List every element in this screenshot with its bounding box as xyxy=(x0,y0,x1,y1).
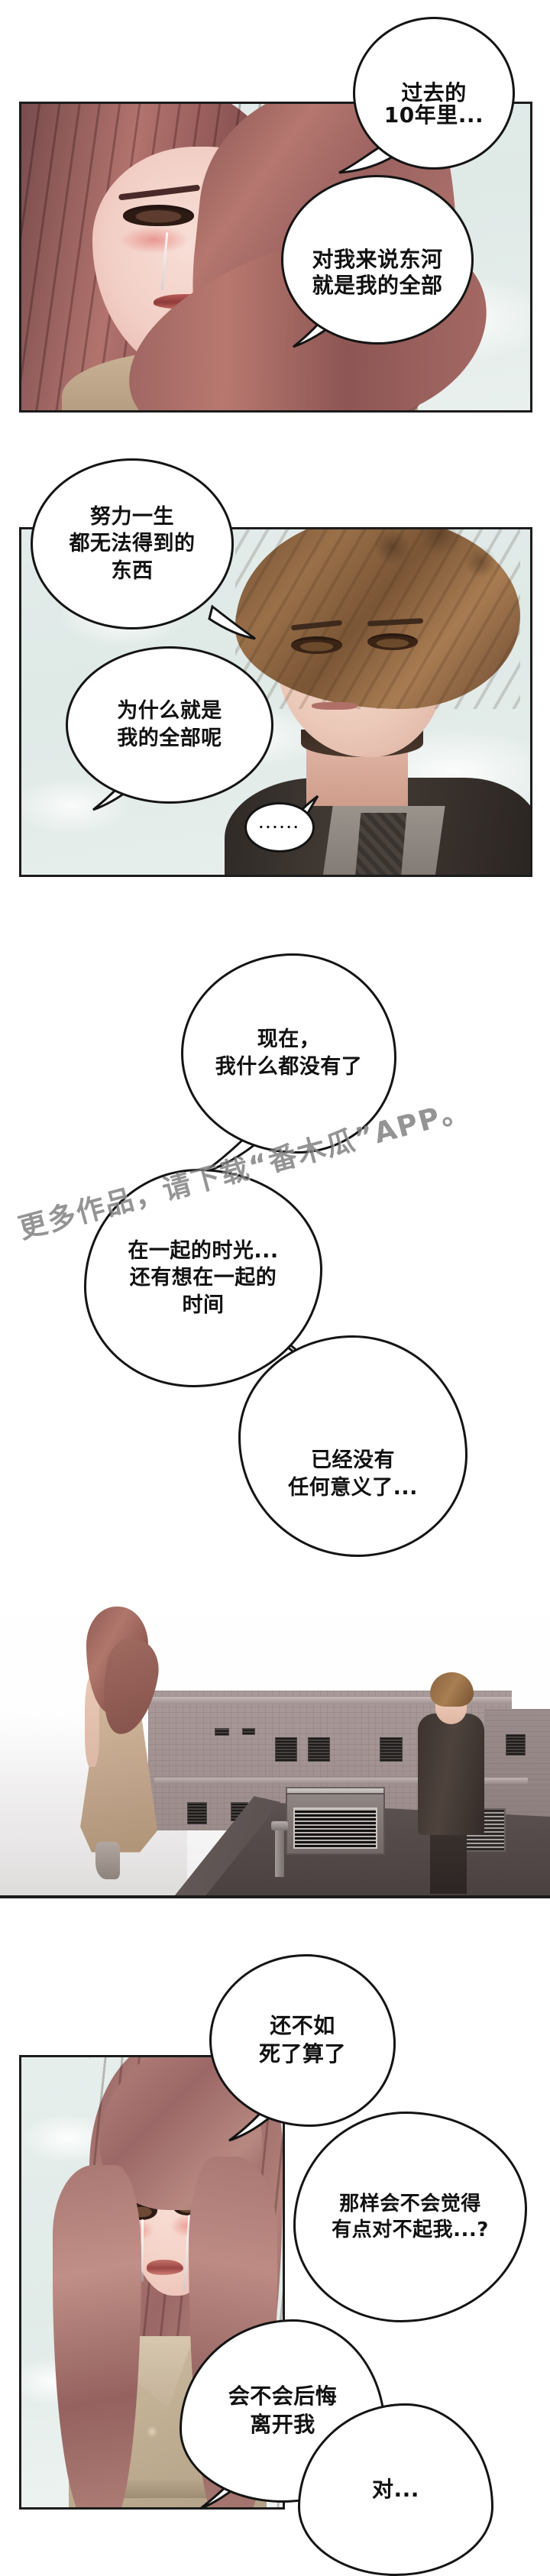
bubble-text-line2: 10年里... xyxy=(383,102,484,128)
man-hair xyxy=(429,1671,474,1707)
hair-front-left xyxy=(53,2165,142,2507)
man-figure xyxy=(418,1671,484,1894)
bubble-text-line1: 那样会不会觉得 xyxy=(339,2192,481,2215)
eye-left xyxy=(290,636,342,654)
bubble-text-line2: 还有想在一起的 xyxy=(129,1266,277,1290)
speech-bubble-p3-2: 在一起的时光... 还有想在一起的 时间 xyxy=(84,1169,322,1387)
bubble-text-line2: 任何意义了... xyxy=(288,1476,418,1500)
speech-bubble-p2-3-ellipsis: ······ xyxy=(244,802,315,853)
speech-bubble-p3-3: 已经没有 任何意义了... xyxy=(238,1335,467,1557)
woman-boot xyxy=(95,1841,121,1879)
bubble-text-line1: 现在， xyxy=(257,1027,321,1052)
wall-vent-small-1 xyxy=(214,1727,229,1736)
bubble-text-line2: 就是我的全部 xyxy=(312,273,443,299)
wall-vent-3 xyxy=(379,1736,403,1762)
roof-pipe xyxy=(275,1827,284,1877)
ac-unit xyxy=(286,1793,385,1856)
bubble-text-line2: 都无法得到的 xyxy=(69,532,196,556)
eye-right xyxy=(367,633,419,651)
speech-bubble-p2-1: 努力一生 都无法得到的 东西 xyxy=(31,458,234,629)
speech-bubble-p1-2b: 就是我的全部 xyxy=(281,175,474,345)
mouth xyxy=(311,702,358,710)
bubble-text-line2: 我什么都没有了 xyxy=(215,1055,363,1079)
eye-left xyxy=(123,205,195,227)
bubble-text: 对... xyxy=(372,2476,419,2502)
bubble-text-line1: 会不会后悔 xyxy=(228,2383,338,2409)
wall-vent-small-2 xyxy=(241,1727,256,1736)
bubble-text-line2: 死了算了 xyxy=(258,2041,346,2066)
speech-bubble-p5-1: 还不如 死了算了 xyxy=(209,1954,396,2127)
bubble-text: 过去的 xyxy=(401,79,467,105)
bubble-text-line1: 为什么就是 xyxy=(117,699,222,723)
bubble-text-line1: 还不如 xyxy=(270,2013,335,2039)
roof-pipe-cap xyxy=(270,1820,288,1830)
man-suit xyxy=(418,1713,484,1835)
bubble-text-line2: 有点对不起我...? xyxy=(332,2218,489,2241)
ac-unit-grill xyxy=(293,1807,378,1849)
speech-bubble-p3-1: 现在， 我什么都没有了 xyxy=(181,953,396,1154)
blush-left xyxy=(118,226,189,254)
comic-panel-4 xyxy=(0,1585,550,1898)
comic-panel-1 xyxy=(19,102,532,413)
hair-mass xyxy=(235,529,520,710)
woman-figure xyxy=(72,1607,165,1879)
necktie xyxy=(354,812,406,875)
man-trousers xyxy=(429,1824,467,1894)
speech-bubble-p5-2: 那样会不会觉得 有点对不起我...? xyxy=(293,2112,527,2322)
wall-vent-5 xyxy=(186,1802,207,1824)
bubble-text-line2: 我的全部呢 xyxy=(117,727,222,750)
building-ledge-upper xyxy=(148,1697,512,1705)
mouth xyxy=(147,2260,184,2276)
building-ledge-lower xyxy=(154,1777,529,1784)
hair-curl-texture xyxy=(235,529,520,710)
bubble-text-line1: 在一起的时光... xyxy=(128,1238,279,1263)
woman-closeup-artwork xyxy=(21,104,530,410)
wall-vent-4 xyxy=(506,1733,526,1756)
speech-bubble-p2-1-tail xyxy=(208,604,256,640)
bubble-text-line2: 离开我 xyxy=(250,2412,315,2437)
bubble-text-line3: 时间 xyxy=(182,1293,225,1317)
bubble-text: 对我来说东河 xyxy=(312,247,443,273)
speech-bubble-p2-2: 为什么就是 我的全部呢 xyxy=(66,646,273,804)
tear-streak-left xyxy=(141,2219,144,2283)
wall-vent-1 xyxy=(275,1736,297,1762)
coat-button xyxy=(147,2426,158,2437)
speech-bubble-p1-2: 对我来说东河 xyxy=(281,175,474,345)
wall-vent-2 xyxy=(308,1736,330,1762)
bubble-text: ······ xyxy=(258,820,301,835)
bubble-text-line1: 努力一生 xyxy=(90,504,174,529)
speech-bubble-p1-1: 过去的 xyxy=(353,17,515,170)
bubble-text-line3: 东西 xyxy=(111,558,154,583)
speech-bubble-p1-1b: 10年里... xyxy=(353,17,515,170)
bubble-text-line1: 已经没有 xyxy=(311,1448,395,1473)
